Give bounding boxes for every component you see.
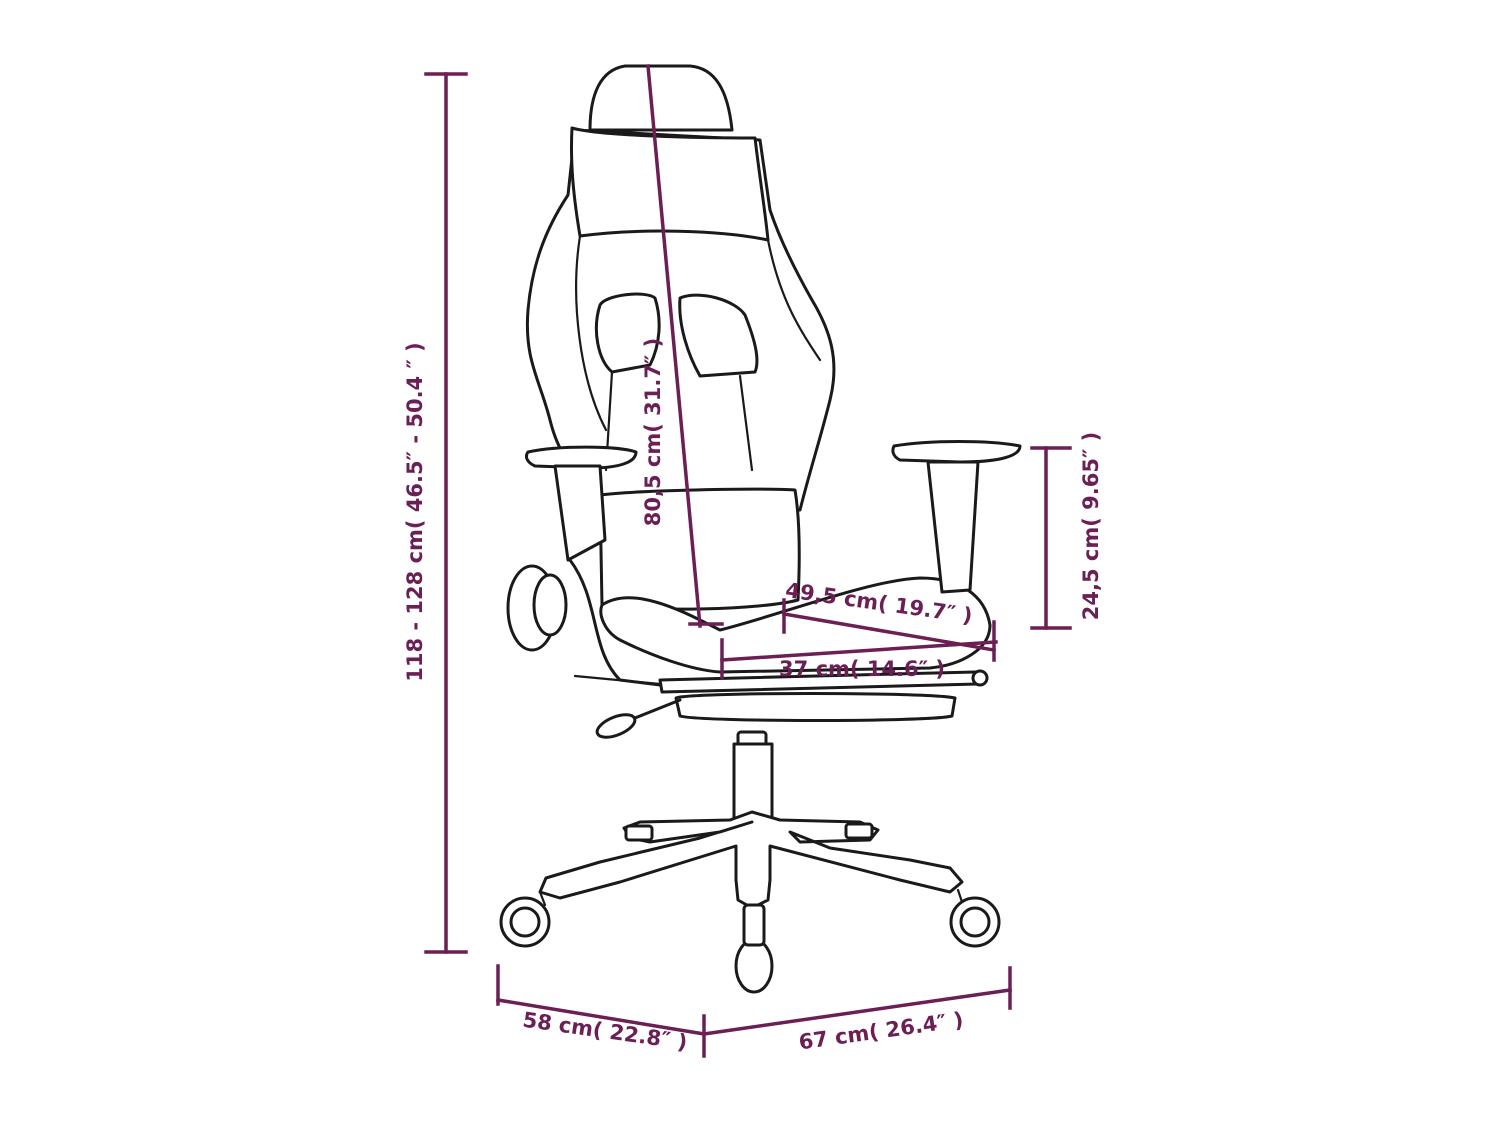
seat-depth-line <box>720 640 998 662</box>
shoulder-slot-right <box>678 293 759 378</box>
total-height-label: 118 - 128 cm( 46.5″ - 50.4 ″ ) <box>403 342 427 682</box>
caster-left <box>499 890 551 948</box>
tilt-lever-handle <box>595 713 637 739</box>
backrest-height-line <box>646 64 702 628</box>
seat-side-bracket <box>568 558 702 692</box>
backrest-inner-line-right <box>766 238 822 362</box>
shoulder-slot-left <box>594 292 661 374</box>
lumbar-pillow <box>598 487 801 611</box>
base-width-line <box>702 988 1012 1036</box>
footrest-end-cap <box>971 669 989 687</box>
star-base <box>538 810 964 910</box>
caster-front <box>734 903 774 994</box>
head-pillow <box>569 126 770 242</box>
seat-depth-label: 37 cm( 14.6″ ) <box>779 657 945 681</box>
dimension-lines <box>424 64 1072 1058</box>
base-depth-line <box>495 997 707 1037</box>
base-depth-label: 58 cm( 22.8″ ) <box>521 1008 689 1055</box>
backrest-strut-right <box>738 374 754 472</box>
gaming-chair-illustration <box>499 64 1022 994</box>
footrest-rail <box>573 674 662 686</box>
base-width-label: 67 cm( 26.4″ ) <box>797 1008 965 1055</box>
armrest-right-post <box>926 460 980 594</box>
caster-back-right <box>844 822 874 840</box>
armrest-right-pad <box>891 440 1022 464</box>
backrest-inner-line <box>575 234 608 432</box>
armrest-left-pad <box>525 445 638 470</box>
seat-mechanism <box>674 692 957 722</box>
headrest <box>588 64 734 132</box>
armrest-height-label: 24,5 cm( 9.65″ ) <box>1079 432 1103 620</box>
armrest-left-post <box>553 464 607 562</box>
recline-knob-inner <box>532 573 568 637</box>
backrest-height-label: 80,5 cm( 31.7″ ) <box>641 338 665 526</box>
caster-right <box>949 888 1001 948</box>
caster-back-left <box>624 824 654 842</box>
